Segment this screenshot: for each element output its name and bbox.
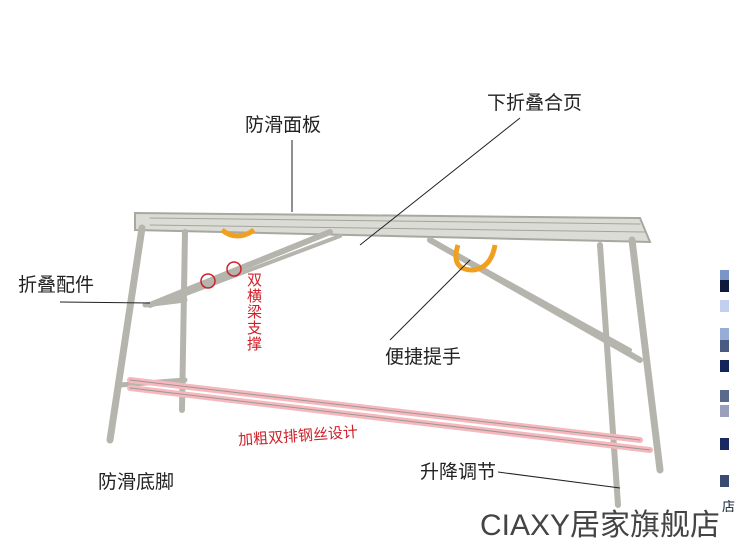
color-swatch xyxy=(720,328,729,340)
brand-watermark: CIAXY居家旗舰店 xyxy=(480,509,721,542)
color-swatch xyxy=(720,280,729,292)
color-swatch xyxy=(720,405,729,417)
brand-side-char: 店 xyxy=(722,500,736,515)
color-swatch xyxy=(720,270,729,282)
label-folding-fitting: 折叠配件 xyxy=(18,274,95,296)
handle-strap xyxy=(453,244,498,273)
label-lower-fold-hinge: 下折叠合页 xyxy=(487,92,583,114)
color-swatch xyxy=(720,360,729,372)
color-swatch xyxy=(720,390,729,402)
label-double-beam-support: 双横梁支撑 xyxy=(245,272,263,352)
label-anti-slip-panel: 防滑面板 xyxy=(245,114,322,136)
color-swatch xyxy=(720,438,729,450)
strap-left xyxy=(220,227,256,239)
anti-slip-panel-shape xyxy=(134,211,652,244)
label-height-adjust: 升降调节 xyxy=(420,461,497,483)
beam-marker-2 xyxy=(226,261,242,277)
beam-marker-1 xyxy=(200,273,216,289)
color-swatch xyxy=(720,340,729,352)
color-swatch xyxy=(720,475,729,487)
color-swatch xyxy=(720,300,729,312)
label-anti-slip-foot: 防滑底脚 xyxy=(98,471,175,493)
label-handle: 便捷提手 xyxy=(385,346,462,368)
